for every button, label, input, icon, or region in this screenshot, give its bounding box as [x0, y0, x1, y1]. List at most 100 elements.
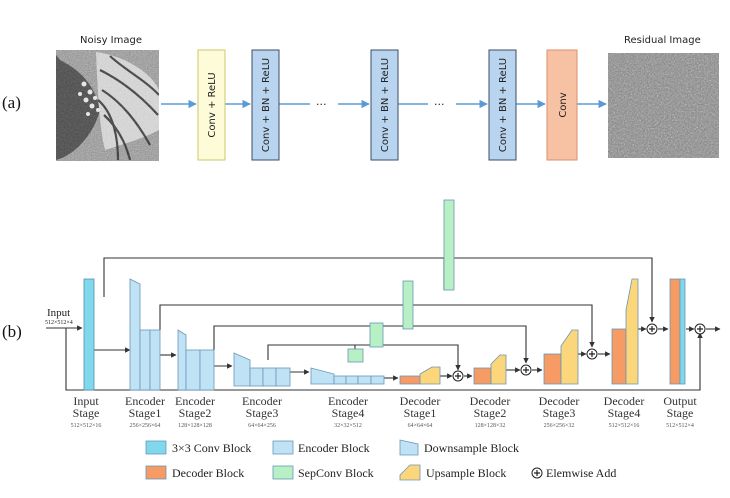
stage-name-line2: Stage2: [474, 406, 507, 420]
encoder-stage4-downsample: [310, 367, 335, 385]
block-conv-rect: [546, 49, 578, 161]
block-conv-bn-relu-3-label: Conv + BN + ReLU: [498, 58, 509, 152]
encoder-stage3-downsample: [233, 352, 251, 387]
stage-dim: 256×256×32: [544, 423, 575, 429]
encoder-stage1-downsample: [129, 278, 141, 391]
stage-name-line1: Encoder: [125, 394, 165, 408]
encoder-stage2: [177, 329, 215, 391]
legend-swatch-decoder: [145, 465, 167, 480]
legend-swatch-downsample: [399, 439, 419, 456]
encoder-stage3: [233, 352, 291, 387]
ellipsis-2: ···: [434, 98, 445, 111]
legend-label: Elemwise Add: [546, 466, 616, 480]
encoder-stage3-block: [262, 367, 277, 387]
input-dim: 512×512×4: [45, 320, 73, 326]
block-conv-bn-relu-2-label: Conv + BN + ReLU: [380, 58, 391, 152]
output-stage-decoder-block: [669, 278, 681, 385]
noisy-image-title: Noisy Image: [80, 35, 142, 46]
encoder-stage2-downsample: [177, 329, 187, 391]
decoder-stage1-upsample: [419, 366, 441, 385]
decoder-stage3: [543, 329, 579, 385]
stage-name-line2: Stage: [73, 406, 100, 420]
decoder-stage1: [399, 366, 441, 385]
block-conv-bn-relu-2: Conv + BN + ReLU: [370, 49, 399, 161]
stage-dim: 128×128×128: [178, 423, 212, 429]
encoder-stage3-block: [249, 367, 264, 387]
legend-item-elemwise-add: Elemwise Add: [531, 466, 616, 480]
stage-name-line1: Decoder: [400, 394, 441, 408]
stage-name-line2: Stage4: [608, 406, 641, 420]
stage-name-line2: Stage: [667, 406, 694, 420]
stage-name-line1: Output: [663, 394, 697, 408]
stage-name-line2: Stage1: [129, 406, 162, 420]
elemwise-add-icon: [586, 348, 598, 360]
stage-name-line1: Decoder: [539, 394, 580, 408]
sepconv-block-2: [402, 280, 414, 330]
decoder-stage2-block: [473, 367, 492, 385]
stage-label-encoder3: Encoder Stage3 64×64×256: [242, 394, 282, 429]
stage-dim: 64×64×64: [408, 423, 433, 429]
legend-swatch-encoder: [272, 440, 294, 455]
elemwise-add-ops: [452, 323, 706, 382]
stage-name-line1: Decoder: [604, 394, 645, 408]
legend-item-encoder: Encoder Block: [272, 440, 370, 455]
elemwise-add-icon: [646, 323, 658, 335]
ellipsis-1: ···: [316, 98, 327, 111]
block-conv-relu-label: Conv + ReLU: [207, 72, 218, 137]
encoder-stage1-block: [139, 329, 151, 391]
decoder-stage2: [473, 354, 507, 385]
encoder-stage4: [310, 367, 385, 385]
sepconv-block-3: [369, 322, 384, 348]
input-label: Input: [47, 307, 70, 319]
stage-label-encoder2: Encoder Stage2 128×128×128: [175, 394, 215, 429]
block-conv-bn-relu-3: Conv + BN + ReLU: [488, 49, 517, 161]
elemwise-add-icon: [694, 323, 706, 335]
stage-dim: 512×512×4: [666, 423, 694, 429]
elemwise-add-icon: [531, 467, 543, 479]
encoder-stage2-block: [185, 349, 201, 391]
block-conv-bn-relu-2-rect: [370, 49, 399, 161]
legend-label: Upsample Block: [426, 466, 506, 480]
stage-dim: 32×32×512: [334, 423, 362, 429]
decoder-stage4: [611, 278, 639, 385]
block-conv-bn-relu-1: Conv + BN + ReLU: [251, 49, 280, 161]
stage-dim: 64×64×256: [248, 423, 276, 429]
stage-dim: 512×512×16: [609, 423, 640, 429]
legend-label: Downsample Block: [424, 441, 519, 455]
stage-label-encoder1: Encoder Stage1 256×256×64: [125, 394, 165, 429]
legend-swatch-conv: [145, 440, 167, 455]
sepconv-block-4: [347, 348, 364, 363]
stage-name-line1: Decoder: [470, 394, 511, 408]
legend-item-sepconv: SepConv Block: [272, 465, 374, 480]
legend-label: 3×3 Conv Block: [172, 441, 251, 455]
block-conv-label: Conv: [558, 92, 569, 117]
output-stage: [669, 278, 686, 385]
stage-label-decoder4: Decoder Stage4 512×512×16: [604, 394, 645, 429]
stage-name-line2: Stage3: [543, 406, 576, 420]
encoder-stage3-block: [275, 367, 291, 387]
legend-swatch-sepconv: [272, 465, 294, 480]
stage-label-encoder4: Encoder Stage4 32×32×512: [328, 394, 368, 429]
stage-name-line2: Stage1: [404, 406, 437, 420]
legend-item-conv: 3×3 Conv Block: [145, 440, 251, 455]
panel-a-label: (a): [2, 93, 21, 112]
output-stage-conv-block: [679, 278, 686, 385]
legend-item-decoder: Decoder Block: [145, 465, 244, 480]
legend-label: SepConv Block: [298, 466, 374, 480]
stage-labels: Input Stage 512×512×16 Encoder Stage1 25…: [71, 394, 698, 429]
encoder-stage4-block: [345, 375, 359, 385]
block-conv-bn-relu-1-label: Conv + BN + ReLU: [261, 58, 272, 152]
legend-swatch-upsample: [399, 464, 421, 481]
decoder-stage3-block: [543, 353, 562, 385]
stage-name-line1: Encoder: [242, 394, 282, 408]
stage-name-line1: Encoder: [328, 394, 368, 408]
stage-name-line2: Stage3: [246, 406, 279, 420]
panel-b: (b) Input 512×512×4: [2, 199, 721, 481]
sepconv-block-1: [443, 199, 455, 291]
stage-label-decoder3: Decoder Stage3 256×256×32: [539, 394, 580, 429]
stage-dim: 128×128×32: [475, 423, 506, 429]
stage-name-line2: Stage4: [332, 406, 365, 420]
stage-name-line1: Input: [73, 394, 99, 408]
block-conv-relu-rect: [197, 49, 226, 161]
legend-item-upsample: Upsample Block: [399, 464, 506, 481]
